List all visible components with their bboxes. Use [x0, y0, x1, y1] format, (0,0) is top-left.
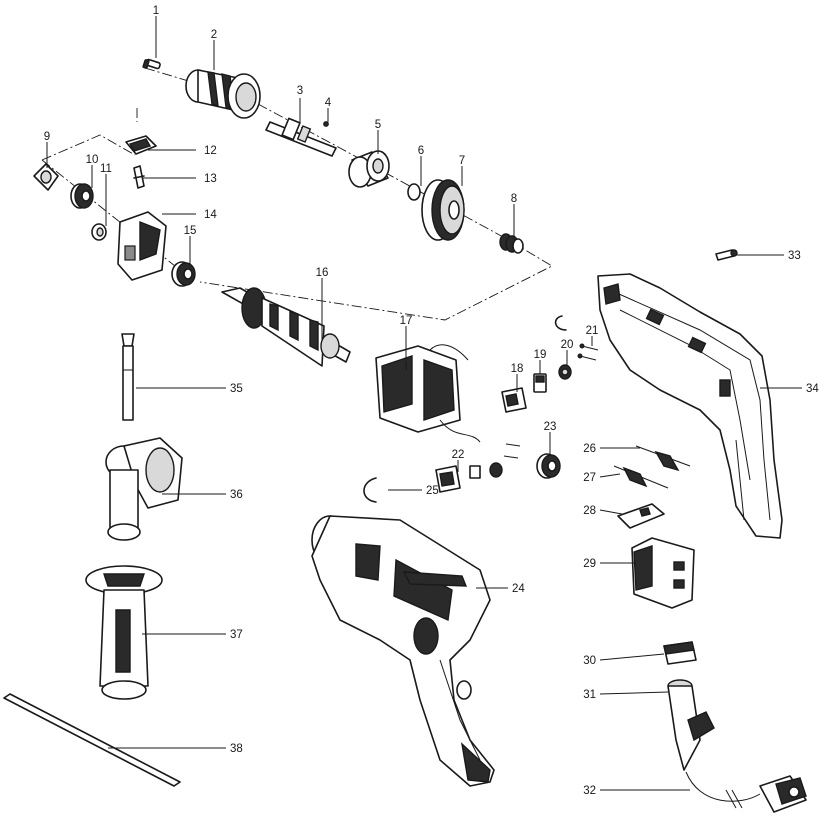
callout-28: 28	[583, 505, 596, 517]
callout-2: 2	[211, 29, 217, 41]
callout-29: 29	[583, 558, 596, 570]
part-36-handle-clamp	[105, 437, 183, 541]
callout-26: 26	[583, 443, 596, 455]
callout-numbers: 1 2 3 4 5 6 7 8 9 10 11 12 13 14 15 16 1…	[44, 5, 820, 797]
callout-15: 15	[184, 225, 197, 237]
part-19-brush	[533, 373, 547, 393]
part-24-assembled-drill	[311, 515, 495, 787]
part-38-depth-gauge-rod	[3, 693, 181, 787]
part-35-depth-rod	[121, 333, 135, 421]
callout-20: 20	[561, 339, 574, 351]
part-37-side-handle	[85, 565, 163, 700]
callout-31: 31	[583, 689, 596, 701]
part-32-power-cord-plug	[685, 771, 807, 813]
part-5-bearing	[348, 150, 390, 188]
part-6-retaining-ring	[407, 183, 421, 201]
part-20-brush-spring	[558, 364, 572, 380]
part-10-bearing	[70, 183, 94, 209]
callout-6: 6	[418, 145, 424, 157]
part-4-pin	[323, 121, 329, 127]
callout-3: 3	[297, 85, 303, 97]
part-26-spring	[635, 445, 691, 472]
part-25-clip	[363, 477, 377, 503]
callout-9: 9	[44, 131, 50, 143]
callout-34: 34	[806, 383, 819, 395]
part-15-bearing	[171, 261, 196, 287]
callout-5: 5	[375, 119, 381, 131]
part-3-spindle	[265, 117, 337, 157]
callout-1: 1	[153, 5, 159, 17]
part-22-brush-holder	[435, 462, 503, 493]
callout-4: 4	[325, 97, 332, 109]
callout-27: 27	[583, 472, 596, 484]
part-31-cable-sleeve	[667, 679, 715, 771]
leader-lines	[46, 16, 802, 791]
callout-23: 23	[544, 421, 557, 433]
part-14-gear-housing	[117, 211, 167, 281]
callout-18: 18	[511, 363, 524, 375]
part-11-washer	[91, 223, 107, 241]
part-spring-clip	[554, 315, 567, 331]
callout-10: 10	[86, 154, 99, 166]
callout-16: 16	[316, 267, 329, 279]
part-33-screw	[715, 249, 738, 261]
callout-21: 21	[586, 325, 599, 337]
part-contacts-small	[503, 443, 521, 459]
callout-7: 7	[459, 155, 465, 167]
callout-25: 25	[426, 485, 439, 497]
callout-19: 19	[534, 349, 547, 361]
callout-14: 14	[204, 209, 217, 221]
part-21-contacts	[577, 343, 599, 361]
callout-30: 30	[583, 655, 596, 667]
part-7-gear	[421, 179, 465, 241]
callout-13: 13	[204, 173, 217, 185]
callout-22: 22	[452, 449, 465, 461]
callout-24: 24	[512, 583, 525, 595]
part-12-lever	[125, 135, 157, 155]
part-9-washer	[33, 163, 59, 191]
part-17-stator	[375, 344, 481, 443]
callout-17: 17	[400, 315, 413, 327]
callout-11: 11	[100, 163, 112, 175]
part-27-spring	[613, 465, 669, 489]
callout-36: 36	[230, 489, 243, 501]
callout-8: 8	[511, 193, 517, 205]
callout-38: 38	[230, 743, 243, 755]
callout-35: 35	[230, 383, 243, 395]
part-16-armature	[221, 287, 351, 367]
part-18-brush-holder	[501, 387, 527, 413]
part-28-plate	[617, 503, 665, 529]
part-2-drill-chuck	[185, 69, 261, 119]
part-30-block	[663, 641, 697, 665]
callout-32: 32	[583, 785, 596, 797]
callout-37: 37	[230, 629, 243, 641]
part-29-switch	[631, 537, 695, 609]
part-8-spring	[499, 233, 524, 254]
part-23-bearing	[536, 453, 561, 479]
assembly-axis-line	[41, 67, 553, 321]
callout-12: 12	[204, 145, 217, 157]
part-34-housing-half	[597, 273, 783, 539]
part-13-clip	[133, 165, 145, 189]
part-1-screw	[142, 58, 161, 70]
callout-33: 33	[788, 250, 801, 262]
